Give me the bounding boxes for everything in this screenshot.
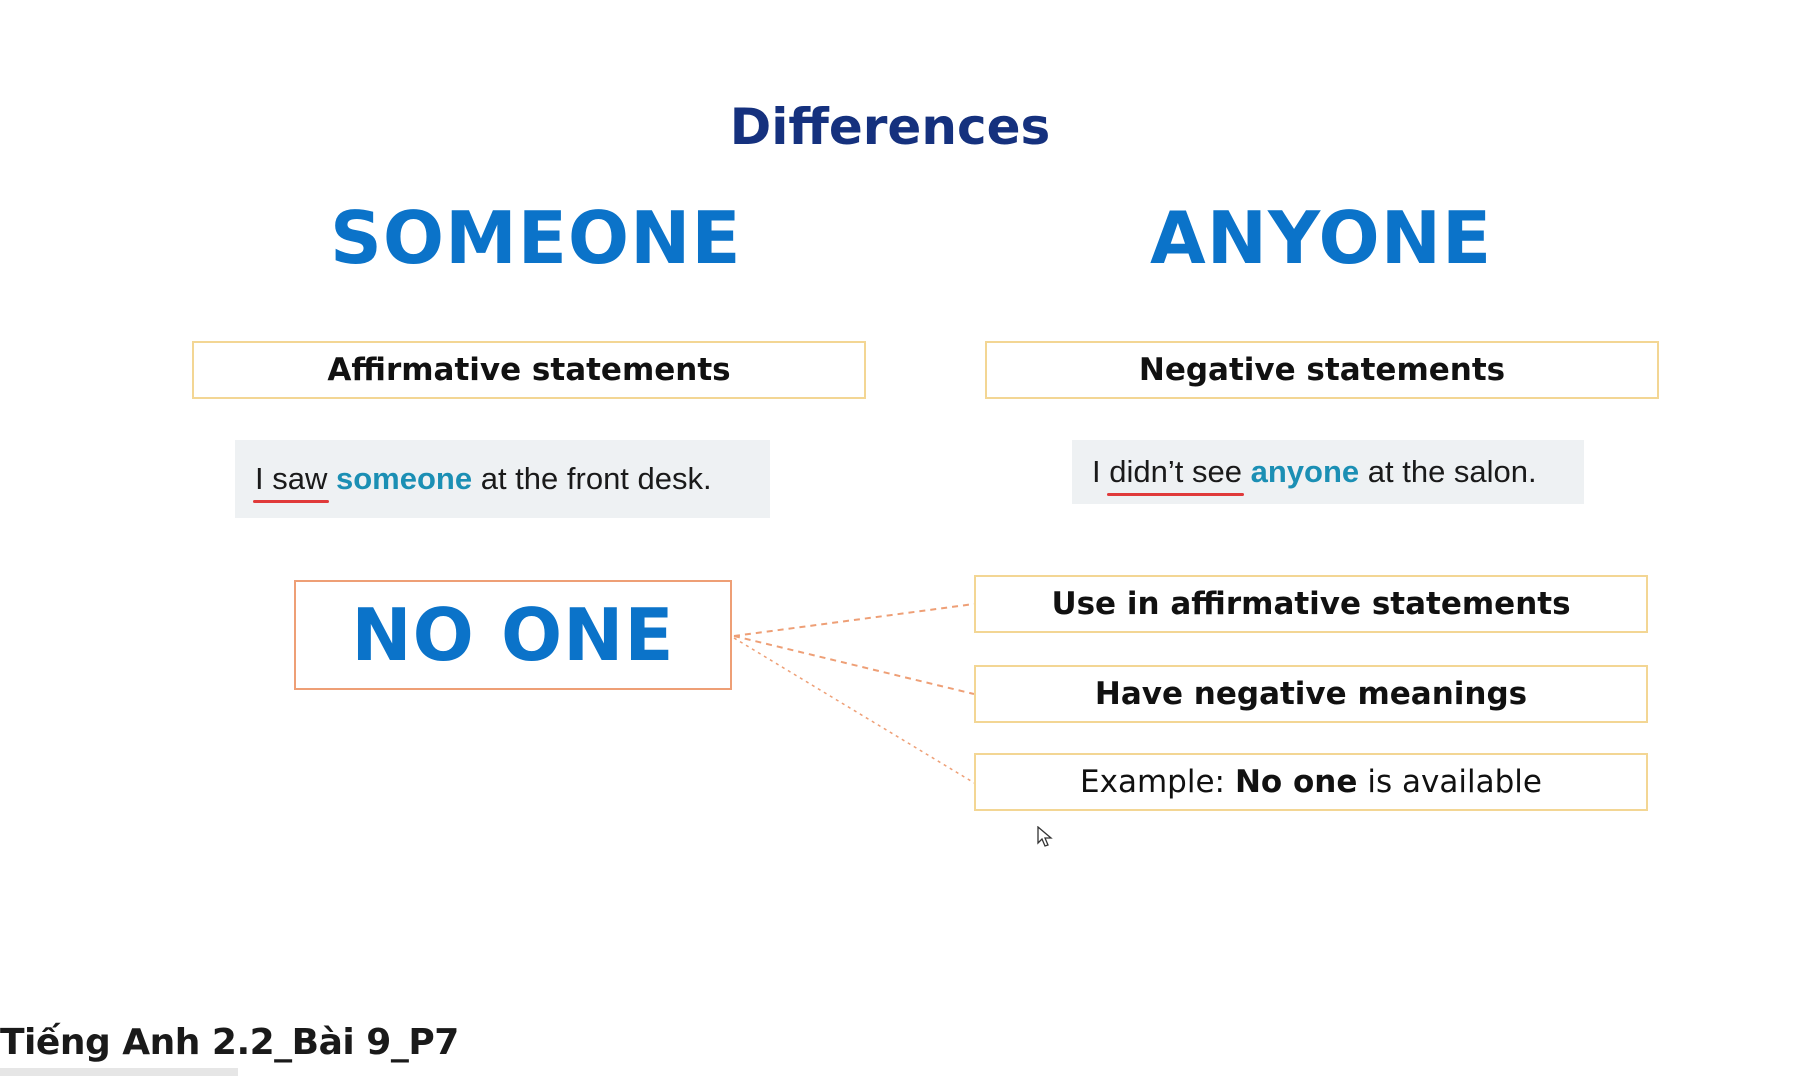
someone-example-part1: I saw xyxy=(252,461,330,503)
noone-example-prefix: Example: xyxy=(1080,764,1225,800)
noone-point-2-label: Have negative meanings xyxy=(1094,676,1528,712)
someone-example-part2: at the front desk. xyxy=(480,461,712,496)
negative-rule-box: Negative statements xyxy=(985,341,1659,399)
anyone-example: I didn’t see anyone at the salon. xyxy=(1072,440,1584,504)
noone-example-box: Example: No one is available xyxy=(974,753,1648,811)
caption-subbar xyxy=(0,1068,238,1076)
noone-point-1: Use in affirmative statements xyxy=(974,575,1648,633)
noone-box: NO ONE xyxy=(294,580,732,690)
mouse-cursor-icon xyxy=(1037,826,1053,847)
anyone-example-keyword: anyone xyxy=(1250,454,1360,489)
noone-heading: NO ONE xyxy=(351,593,675,677)
noone-point-2: Have negative meanings xyxy=(974,665,1648,723)
connector-line-2 xyxy=(733,635,975,695)
anyone-example-part2: at the salon. xyxy=(1367,454,1537,489)
connector-line-1 xyxy=(733,603,975,637)
video-caption: Tiếng Anh 2.2_Bài 9_P7 xyxy=(0,1022,459,1063)
someone-example-keyword: someone xyxy=(335,461,473,496)
noone-example-suffix: is available xyxy=(1367,764,1542,800)
negative-rule-label: Negative statements xyxy=(1138,352,1506,388)
slide-canvas: Differences SOMEONE ANYONE Affirmative s… xyxy=(192,98,1659,847)
affirmative-rule-label: Affirmative statements xyxy=(327,352,731,388)
anyone-example-part1: I xyxy=(1092,454,1101,489)
anyone-heading: ANYONE xyxy=(1150,196,1493,280)
noone-point-1-label: Use in affirmative statements xyxy=(1051,586,1571,622)
slide-title: Differences xyxy=(729,98,1051,156)
affirmative-rule-box: Affirmative statements xyxy=(192,341,866,399)
connector-line-3 xyxy=(733,637,977,785)
someone-heading: SOMEONE xyxy=(330,196,742,280)
noone-example-bold: No one xyxy=(1234,764,1358,800)
someone-example: I saw someone at the front desk. xyxy=(235,440,770,518)
connector-lines xyxy=(733,603,977,785)
anyone-example-underlined: didn’t see xyxy=(1107,454,1244,496)
